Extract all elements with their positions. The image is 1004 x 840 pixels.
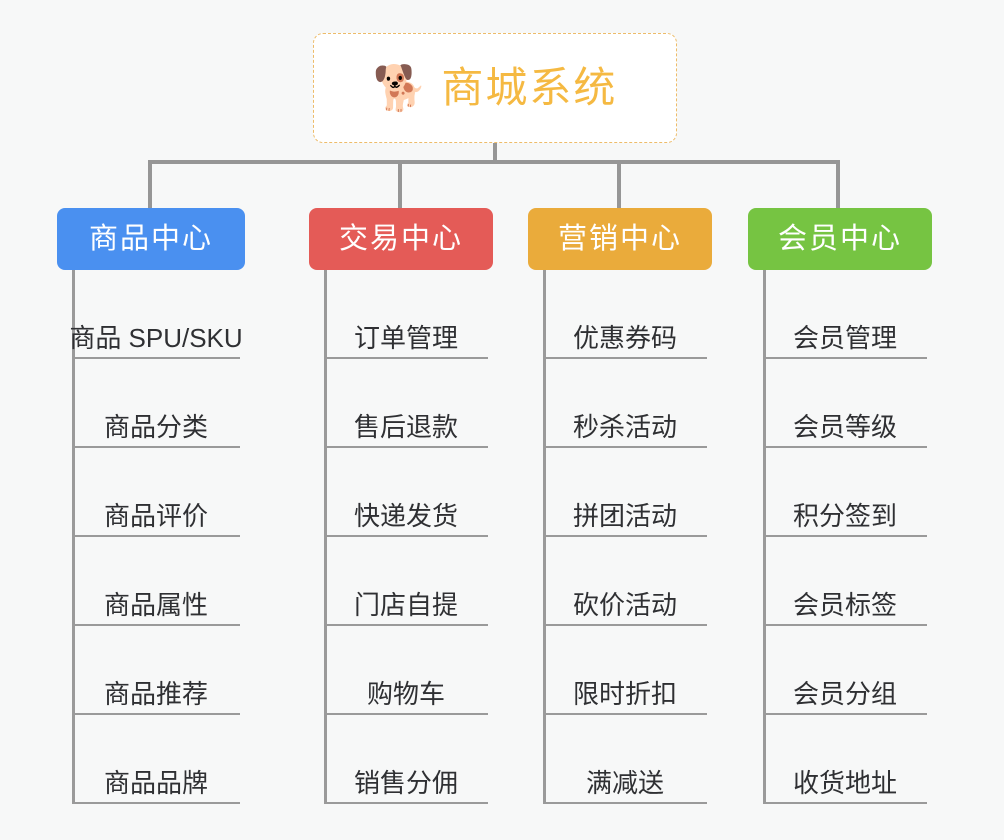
leaf-item[interactable]: 商品属性 — [72, 537, 240, 626]
leaf-item-label: 商品属性 — [103, 590, 208, 621]
leaf-item-label: 积分签到 — [792, 501, 897, 532]
leaf-item-label: 会员等级 — [792, 412, 897, 443]
leaf-item[interactable]: 商品品牌 — [72, 715, 240, 804]
leaf-item-label: 售后退款 — [353, 412, 458, 443]
leaf-item[interactable]: 收货地址 — [763, 715, 927, 804]
leaf-list-marketing-center: 优惠券码秒杀活动拼团活动砍价活动限时折扣满减送 — [543, 270, 707, 804]
leaf-item-label: 会员分组 — [792, 679, 897, 710]
leaf-item-label: 商品推荐 — [103, 679, 208, 710]
leaf-rail-trade-center — [324, 270, 327, 804]
leaf-item[interactable]: 快递发货 — [324, 448, 488, 537]
leaf-item-label: 满减送 — [585, 768, 664, 799]
branch-label-marketing-center: 营销中心 — [557, 222, 682, 255]
branch-column-product-center: 商品中心 — [57, 208, 245, 270]
leaf-item[interactable]: 会员等级 — [763, 359, 927, 448]
leaf-item-label: 快递发货 — [353, 501, 458, 532]
leaf-item-label: 购物车 — [366, 679, 445, 710]
connector-drop-trade-center — [398, 160, 402, 208]
leaf-item[interactable]: 售后退款 — [324, 359, 488, 448]
connector-horizontal-bus — [148, 160, 840, 164]
leaf-list-product-center: 商品 SPU/SKU 商品分类商品评价商品属性商品推荐商品品牌 — [69, 270, 243, 804]
leaf-rail-member-center — [763, 270, 766, 804]
leaf-item[interactable]: 会员标签 — [763, 537, 927, 626]
leaf-item[interactable]: 拼团活动 — [543, 448, 707, 537]
branch-label-member-center: 会员中心 — [777, 222, 902, 255]
leaf-item-label: 会员标签 — [792, 590, 897, 621]
leaf-item[interactable]: 门店自提 — [324, 537, 488, 626]
connector-drop-member-center — [836, 160, 840, 208]
leaf-item-label: 会员管理 — [792, 323, 897, 354]
branch-label-trade-center: 交易中心 — [338, 222, 463, 255]
leaf-rail-marketing-center — [543, 270, 546, 804]
leaf-rail-product-center — [72, 270, 75, 804]
leaf-item-label: 秒杀活动 — [572, 412, 677, 443]
connector-drop-product-center — [148, 160, 152, 208]
leaf-item-label: 门店自提 — [353, 590, 458, 621]
leaf-item[interactable]: 商品 SPU/SKU — [69, 270, 243, 359]
leaf-item-label: 拼团活动 — [572, 501, 677, 532]
leaf-item-label: 商品分类 — [103, 412, 208, 443]
root-title: 商城系统 — [441, 64, 618, 111]
leaf-item[interactable]: 商品评价 — [72, 448, 240, 537]
leaf-item[interactable]: 会员分组 — [763, 626, 927, 715]
leaf-item-label: 订单管理 — [353, 323, 458, 354]
leaf-item-label: 收货地址 — [792, 768, 897, 799]
branch-column-marketing-center: 营销中心 — [528, 208, 712, 270]
leaf-item[interactable]: 购物车 — [324, 626, 488, 715]
leaf-item-label: 商品品牌 — [103, 768, 208, 799]
leaf-item[interactable]: 订单管理 — [324, 270, 488, 359]
leaf-item[interactable]: 积分签到 — [763, 448, 927, 537]
leaf-item[interactable]: 销售分佣 — [324, 715, 488, 804]
leaf-item[interactable]: 砍价活动 — [543, 537, 707, 626]
branch-box-trade-center[interactable]: 交易中心 — [309, 208, 493, 270]
leaf-list-member-center: 会员管理会员等级积分签到会员标签会员分组收货地址 — [763, 270, 927, 804]
connector-drop-marketing-center — [617, 160, 621, 208]
leaf-item-label: 商品评价 — [103, 501, 208, 532]
root-node[interactable]: 🐕 商城系统 — [313, 33, 677, 143]
leaf-list-trade-center: 订单管理售后退款快递发货门店自提购物车销售分佣 — [324, 270, 488, 804]
leaf-item-label: 销售分佣 — [353, 768, 458, 799]
branch-box-marketing-center[interactable]: 营销中心 — [528, 208, 712, 270]
branch-column-member-center: 会员中心 — [748, 208, 932, 270]
leaf-item-label: 优惠券码 — [572, 323, 677, 354]
leaf-item[interactable]: 限时折扣 — [543, 626, 707, 715]
branch-column-trade-center: 交易中心 — [309, 208, 493, 270]
leaf-item[interactable]: 优惠券码 — [543, 270, 707, 359]
leaf-item-label: 限时折扣 — [572, 679, 677, 710]
branch-box-member-center[interactable]: 会员中心 — [748, 208, 932, 270]
leaf-item-label: 商品 SPU/SKU — [69, 323, 243, 354]
leaf-item[interactable]: 满减送 — [543, 715, 707, 804]
connector-root-stem — [493, 143, 497, 164]
leaf-item[interactable]: 商品分类 — [72, 359, 240, 448]
leaf-item-label: 砍价活动 — [572, 590, 677, 621]
leaf-item[interactable]: 秒杀活动 — [543, 359, 707, 448]
shiba-dog-face-icon: 🐕 — [372, 64, 428, 113]
leaf-item[interactable]: 商品推荐 — [72, 626, 240, 715]
branch-box-product-center[interactable]: 商品中心 — [57, 208, 245, 270]
branch-label-product-center: 商品中心 — [88, 222, 213, 255]
leaf-item[interactable]: 会员管理 — [763, 270, 927, 359]
